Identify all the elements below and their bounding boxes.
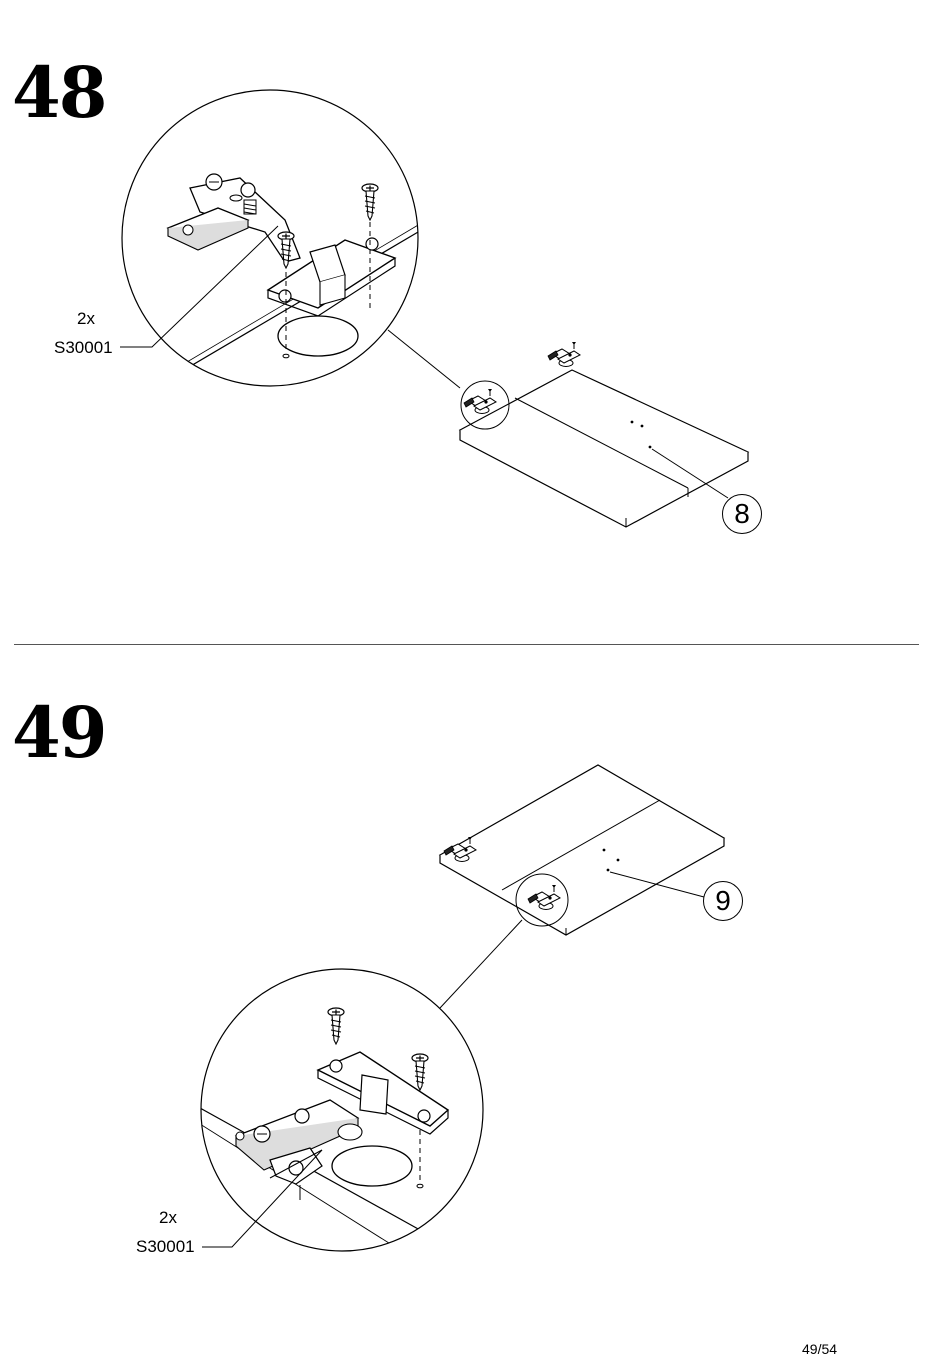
part-number-badge-8: 8 (722, 494, 762, 534)
hardware-quantity-49: 2x (159, 1208, 177, 1228)
board-9 (440, 765, 724, 935)
step-divider (14, 644, 919, 645)
step48-detail-circle (120, 90, 430, 390)
board-8 (460, 342, 748, 527)
step-number-49: 49 (12, 698, 105, 768)
hardware-code-48: S30001 (54, 338, 113, 358)
step-number-48: 48 (12, 58, 105, 128)
hardware-quantity-48: 2x (77, 309, 95, 329)
page-number: 49/54 (802, 1341, 837, 1357)
step49-detail-circle (200, 969, 483, 1251)
part-number-badge-9: 9 (703, 881, 743, 921)
hardware-code-49: S30001 (136, 1237, 195, 1257)
